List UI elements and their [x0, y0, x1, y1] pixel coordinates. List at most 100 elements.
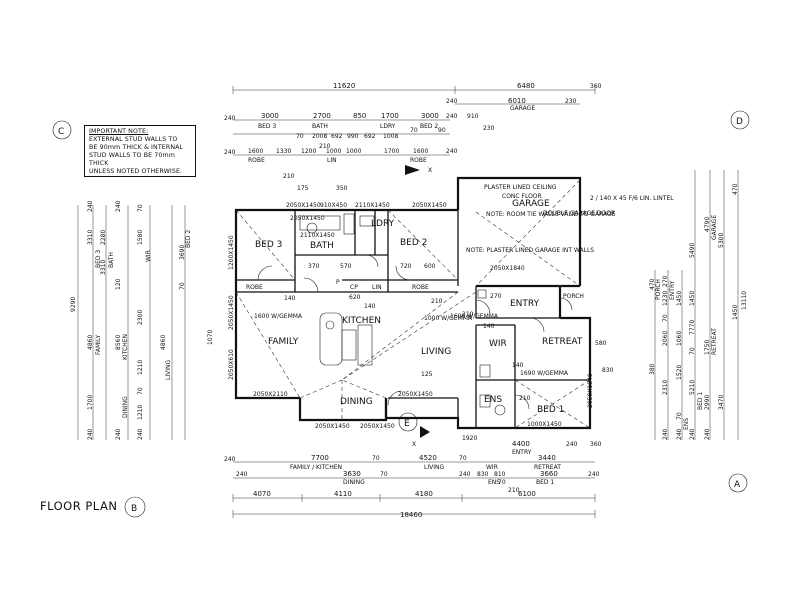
dim-r-b0: 270 — [662, 275, 669, 287]
misc-9: 370 — [308, 263, 320, 270]
dim-r-c1: 70 — [689, 347, 696, 355]
important-note-line-3: STUD WALLS TO BE 70mm THICK — [89, 152, 175, 167]
section-marker-north-label: D — [736, 117, 743, 127]
opening-int-2: 2050X1840 — [490, 265, 525, 272]
dim-b1-3: 4520 — [419, 454, 437, 462]
dim-lbl-bed2: BED 2 — [420, 123, 438, 130]
dim-l-lbl-0: BED 3 — [95, 250, 102, 268]
opening-top-4: 2110X1450 — [300, 232, 335, 239]
section-marker-north — [730, 110, 750, 130]
floor-plan-title: FLOOR PLAN — [40, 499, 118, 513]
dim-r-b3: 2060 — [662, 331, 669, 346]
dim-b4-0: 4070 — [253, 490, 271, 498]
dim-r-b2: 70 — [662, 314, 669, 322]
dim-240-g: 240 — [446, 98, 458, 105]
dim-b1-2: 70 — [372, 455, 380, 462]
dim-r-c0: 7770 — [689, 320, 696, 335]
garage-note-1: PLASTER LINED CEILING — [484, 184, 557, 191]
dim-overall-b: 6480 — [517, 82, 535, 90]
garage-note-3: NOTE: ROOM TIE WALLS VALID TO GARAGE — [486, 211, 616, 218]
dim-r-a3: 13110 — [741, 291, 748, 310]
dim-r-b8: 1450 — [676, 291, 683, 306]
opening-top-1: 910X450 — [320, 202, 347, 209]
dim-r-a0: 5490 — [689, 243, 696, 258]
room-living: LIVING — [421, 347, 451, 357]
section-marker-east — [728, 473, 748, 493]
opening-int-3: 1000 W/GEMMA — [424, 315, 473, 322]
dim-r4-6: 1000 — [346, 148, 361, 155]
opening-bottom-2: 2050X1450 — [360, 423, 395, 430]
bulkhead-1: 1600 W/GEMMA — [254, 313, 303, 320]
opening-left-2: 1200X1450 — [228, 235, 235, 270]
dim-l-b0: 3310 — [100, 260, 107, 275]
important-note: IMPORTANT NOTE: EXTERNAL STUD WALLS TO B… — [84, 125, 196, 177]
dim-b2-lbl-1: WIR — [486, 464, 498, 471]
dim-r-c2: 1450 — [689, 291, 696, 306]
dim-r3-2: 692 — [331, 133, 343, 140]
dim-overall-bottom: 18460 — [400, 511, 422, 519]
dim-b2-4: 830 — [477, 471, 489, 478]
room-robe-1: ROBE — [246, 284, 263, 291]
misc-14: 720 — [400, 263, 412, 270]
dim-r-d3: 380 — [649, 363, 656, 375]
dim-lbl-bath: BATH — [312, 123, 328, 130]
garage-note-2: CONC FLOOR — [502, 193, 542, 200]
dim-r4-9: 240 — [446, 148, 458, 155]
room-p: P — [336, 279, 340, 286]
dim-b1-1: 7700 — [311, 454, 329, 462]
dim-l-d1: 240 — [115, 428, 122, 440]
room-labels: BED 3 BATH LDRY BED 2 GARAGE PLASTER LIN… — [246, 184, 674, 415]
fixtures — [257, 213, 573, 416]
dim-r2-2: 2700 — [313, 112, 331, 120]
dim-b2-3: 240 — [459, 471, 471, 478]
dim-l-a3: 240 — [115, 200, 122, 212]
dim-l-e1: 1070 — [207, 330, 214, 345]
dim-b4-2: 4180 — [415, 490, 433, 498]
dim-r4-1: 1600 — [248, 148, 263, 155]
dim-l-c3: 240 — [87, 428, 94, 440]
misc-5: 140 — [512, 362, 524, 369]
dim-r-c3: 1750 — [704, 340, 711, 355]
dim-r-d1: 2990 — [704, 395, 711, 410]
misc-6: 125 — [421, 371, 433, 378]
misc-1: 140 — [364, 303, 376, 310]
opening-top-2: 2110X1450 — [355, 202, 390, 209]
dim-r-a4: 1450 — [732, 305, 739, 320]
dim-r4-4: 210 — [319, 143, 331, 150]
dim-l-d0: 8560 — [115, 335, 122, 350]
important-note-heading: IMPORTANT NOTE: — [89, 128, 149, 135]
dim-r3-5: 1008 — [383, 133, 398, 140]
dim-l-a0: 240 — [87, 200, 94, 212]
dim-360: 360 — [590, 83, 602, 90]
dim-r-b7: 1520 — [676, 365, 683, 380]
dim-l-c2: 1700 — [87, 395, 94, 410]
internal-walls — [236, 210, 590, 428]
dim-r-d2: 240 — [689, 428, 696, 440]
opening-bottom-1: 2050X1450 — [315, 423, 350, 430]
opening-int-0: 1690 W/GEMMA — [520, 370, 569, 377]
room-bed1: BED 1 — [537, 405, 564, 415]
dim-b3-3: 240 — [588, 471, 600, 478]
dim-r3-4: 692 — [364, 133, 376, 140]
dim-l-d4: 70 — [137, 387, 144, 395]
dim-b1-6: 4400 — [512, 440, 530, 448]
dim-r-b5: 2310 — [662, 380, 669, 395]
dim-r-b1: 1230 — [662, 291, 669, 306]
dim-b1-lbl-0: FAMILY / KITCHEN — [290, 464, 342, 471]
misc-3: 210 — [431, 298, 443, 305]
misc-12: 830 — [602, 367, 614, 374]
opening-left-0: 2050X1450 — [228, 295, 235, 330]
dim-r-a1: 5300 — [718, 233, 725, 248]
dim-r2-4: 1700 — [381, 112, 399, 120]
room-dining: DINING — [340, 397, 373, 407]
dim-l-d5: 1210 — [137, 405, 144, 420]
dim-b3-1: 210 — [508, 487, 520, 494]
dim-r-d0: 5210 — [689, 380, 696, 395]
dim-r5-0: 210 — [283, 173, 295, 180]
dim-r3-6: 70 — [410, 127, 418, 134]
dim-b4-3: 6100 — [518, 490, 536, 498]
right-dimensions: 5490 5300 4790 13110 1450 470 270 1230 7… — [649, 170, 748, 440]
dim-r4-7: 1700 — [384, 148, 399, 155]
dim-r-lbl-0: GARAGE — [711, 215, 718, 240]
section-marker-west-label: C — [58, 127, 64, 137]
